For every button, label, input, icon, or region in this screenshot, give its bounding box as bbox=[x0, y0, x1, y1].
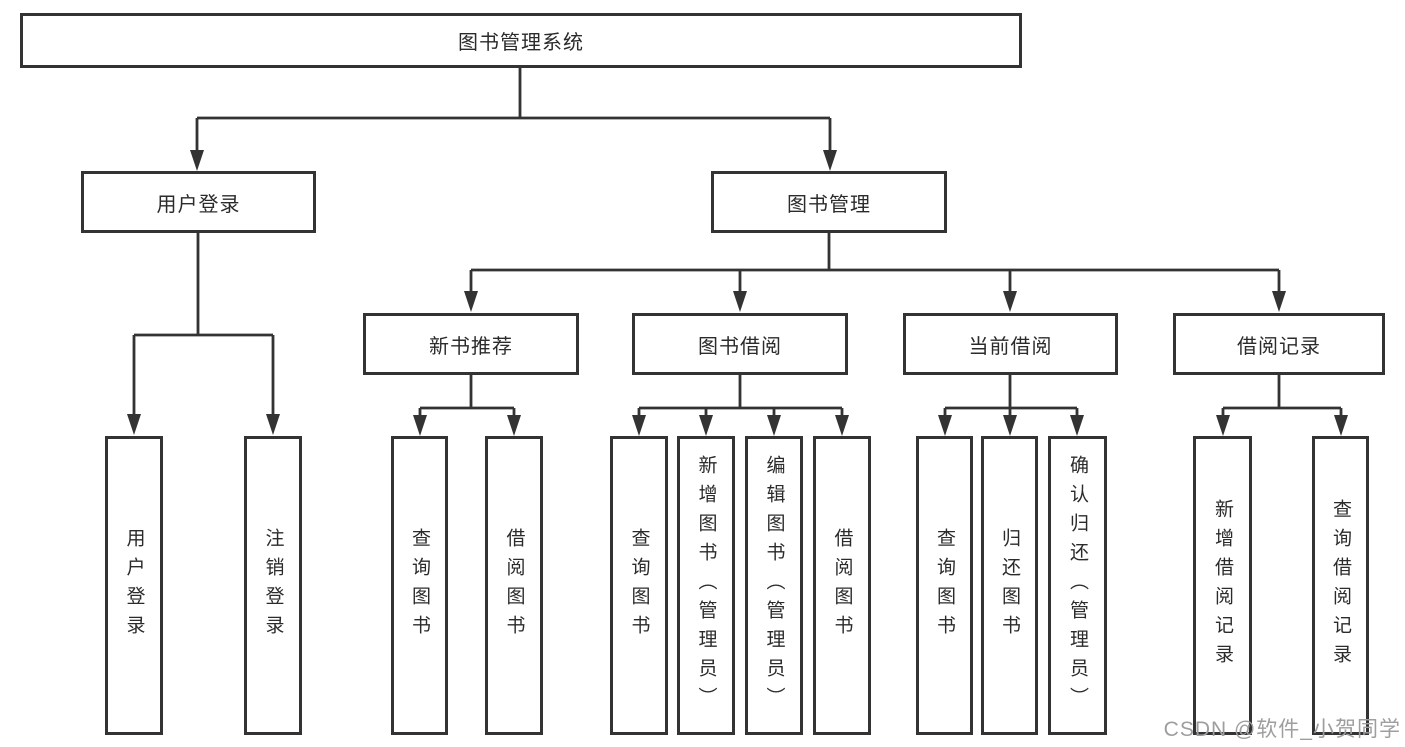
node-borrow-records: 借阅记录 bbox=[1173, 313, 1385, 375]
leaf-logout: 注销登录 bbox=[244, 436, 302, 735]
leaf-confirm-return-admin-label: 确认归还（管理员） bbox=[1067, 455, 1088, 716]
connector-user-login-branch bbox=[132, 233, 275, 416]
arrowhead bbox=[190, 150, 204, 171]
leaf-query-books-current-label: 查询图书 bbox=[934, 527, 955, 644]
leaf-query-books-current: 查询图书 bbox=[916, 436, 973, 735]
leaf-query-books-recommend-label: 查询图书 bbox=[409, 527, 430, 644]
arrowhead bbox=[464, 291, 478, 312]
node-user-login: 用户登录 bbox=[81, 171, 316, 233]
arrowhead bbox=[823, 150, 837, 171]
node-root: 图书管理系统 bbox=[20, 13, 1022, 68]
leaf-return-book-label: 归还图书 bbox=[999, 527, 1020, 644]
connector-borrow-records-branch bbox=[1221, 375, 1343, 417]
node-current-borrow-label: 当前借阅 bbox=[968, 335, 1053, 358]
connector-book-management-branch bbox=[469, 233, 1281, 293]
arrowhead bbox=[699, 415, 713, 436]
connector-current-borrow-branch bbox=[943, 375, 1079, 417]
leaf-borrow-books-recommend-label: 借阅图书 bbox=[503, 527, 525, 644]
node-borrow-records-label: 借阅记录 bbox=[1237, 335, 1321, 358]
leaf-query-books-borrow-label: 查询图书 bbox=[628, 527, 650, 644]
leaf-add-book-admin-label: 新增图书（管理员） bbox=[695, 455, 717, 716]
node-book-borrow: 图书借阅 bbox=[632, 313, 848, 375]
arrowhead bbox=[127, 414, 141, 435]
arrowhead bbox=[632, 415, 646, 436]
leaf-query-borrow-record-label: 查询借阅记录 bbox=[1330, 498, 1351, 673]
node-book-management-label: 图书管理 bbox=[787, 193, 871, 216]
leaf-add-book-admin: 新增图书（管理员） bbox=[677, 436, 735, 735]
connector-root-branch bbox=[195, 68, 832, 152]
node-root-label: 图书管理系统 bbox=[458, 32, 584, 54]
watermark: CSDN @软件_小贺同学 bbox=[1163, 718, 1401, 741]
leaf-borrow-books-2: 借阅图书 bbox=[813, 436, 871, 735]
arrowheads bbox=[127, 150, 1348, 436]
leaf-add-borrow-record-label: 新增借阅记录 bbox=[1212, 498, 1233, 673]
node-new-book-recommend: 新书推荐 bbox=[363, 313, 579, 375]
leaf-borrow-books-recommend: 借阅图书 bbox=[485, 436, 543, 735]
leaf-add-borrow-record: 新增借阅记录 bbox=[1193, 436, 1252, 735]
leaf-logout-label: 注销登录 bbox=[262, 527, 284, 644]
arrowhead bbox=[1003, 291, 1017, 312]
arrowhead bbox=[938, 415, 952, 436]
arrowhead bbox=[1334, 415, 1348, 436]
leaf-query-borrow-record: 查询借阅记录 bbox=[1312, 436, 1369, 735]
leaf-user-login: 用户登录 bbox=[105, 436, 163, 735]
arrowhead bbox=[413, 415, 427, 436]
arrowhead bbox=[767, 415, 781, 436]
node-book-borrow-label: 图书借阅 bbox=[698, 335, 782, 358]
leaf-return-book: 归还图书 bbox=[981, 436, 1038, 735]
arrowhead bbox=[1070, 415, 1084, 436]
arrowhead bbox=[1272, 291, 1286, 312]
leaf-borrow-books-2-label: 借阅图书 bbox=[831, 527, 853, 644]
arrowhead bbox=[835, 415, 849, 436]
leaf-edit-book-admin: 编辑图书（管理员） bbox=[745, 436, 803, 735]
leaf-edit-book-admin-label: 编辑图书（管理员） bbox=[763, 455, 785, 716]
arrowhead bbox=[1003, 415, 1017, 436]
leaf-query-books-borrow: 查询图书 bbox=[610, 436, 668, 735]
node-new-book-recommend-label: 新书推荐 bbox=[429, 335, 513, 358]
connector-book-borrow-branch bbox=[637, 375, 844, 417]
leaf-user-login-label: 用户登录 bbox=[123, 527, 145, 644]
arrowhead bbox=[266, 414, 280, 435]
arrowhead bbox=[733, 291, 747, 312]
node-user-login-label: 用户登录 bbox=[156, 193, 241, 216]
node-book-management: 图书管理 bbox=[711, 171, 947, 233]
node-current-borrow: 当前借阅 bbox=[903, 313, 1118, 375]
connector-new-book-branch bbox=[418, 375, 516, 417]
leaf-confirm-return-admin: 确认归还（管理员） bbox=[1048, 436, 1107, 735]
leaf-query-books-recommend: 查询图书 bbox=[391, 436, 448, 735]
arrowhead bbox=[507, 415, 521, 436]
arrowhead bbox=[1216, 415, 1230, 436]
